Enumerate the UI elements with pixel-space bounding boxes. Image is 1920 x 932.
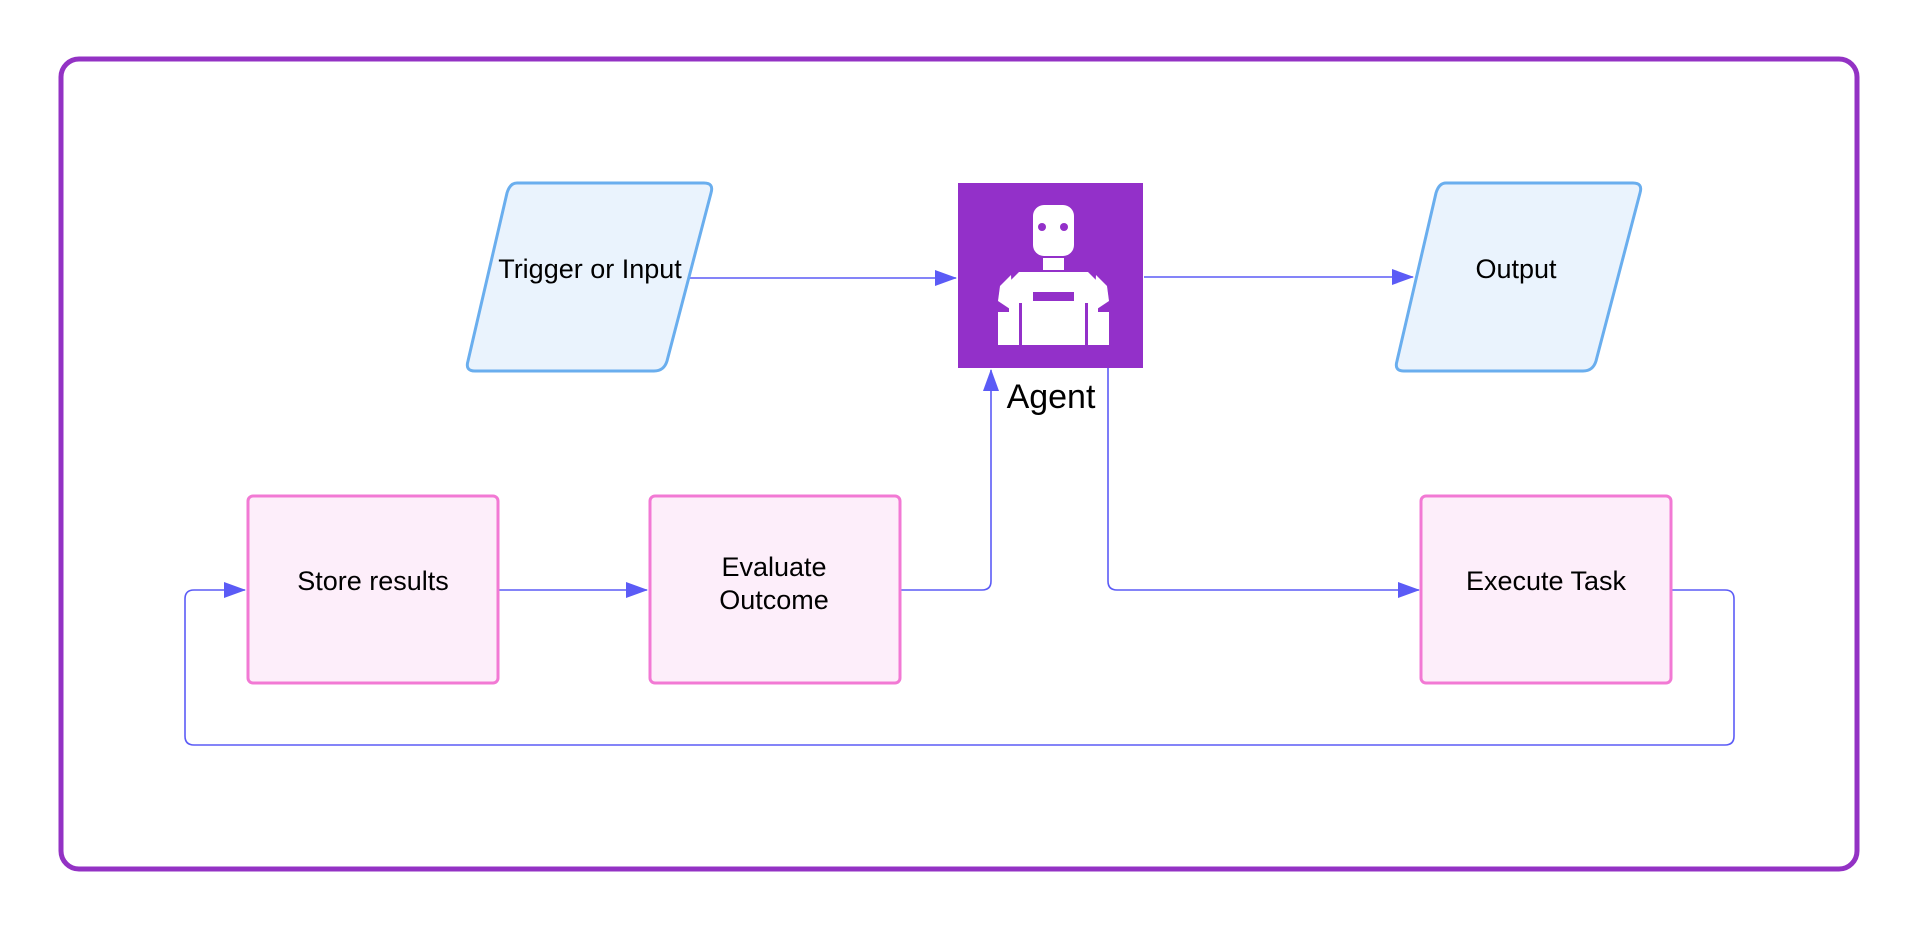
evaluate-label-line2: Outcome [719,585,829,615]
robot-details [1019,223,1088,345]
edge-agent-to-execute [1107,367,1420,598]
node-agent[interactable]: Agent [958,183,1143,416]
agent-label: Agent [1007,378,1096,416]
outer-frame [58,56,1860,872]
output-shape [1394,181,1643,373]
execute-box [1419,494,1673,685]
evaluate-label-line1: Evaluate [721,552,826,582]
edge-execute-to-store [184,582,1735,746]
robot-icon [998,205,1109,345]
evaluate-box [648,494,902,685]
node-store-results[interactable]: Store results [246,494,500,685]
store-box [246,494,500,685]
connectors [184,269,1735,746]
trigger-shape [465,181,714,373]
store-label: Store results [297,566,449,596]
node-evaluate-outcome[interactable]: Evaluate Outcome [648,494,902,685]
edge-evaluate-to-agent [901,369,999,591]
node-output[interactable]: Output [1394,181,1643,373]
output-label: Output [1475,254,1557,284]
node-trigger-or-input[interactable]: Trigger or Input [465,181,714,373]
trigger-label: Trigger or Input [498,254,682,284]
execute-label: Execute Task [1466,566,1627,596]
node-execute-task[interactable]: Execute Task [1419,494,1673,685]
